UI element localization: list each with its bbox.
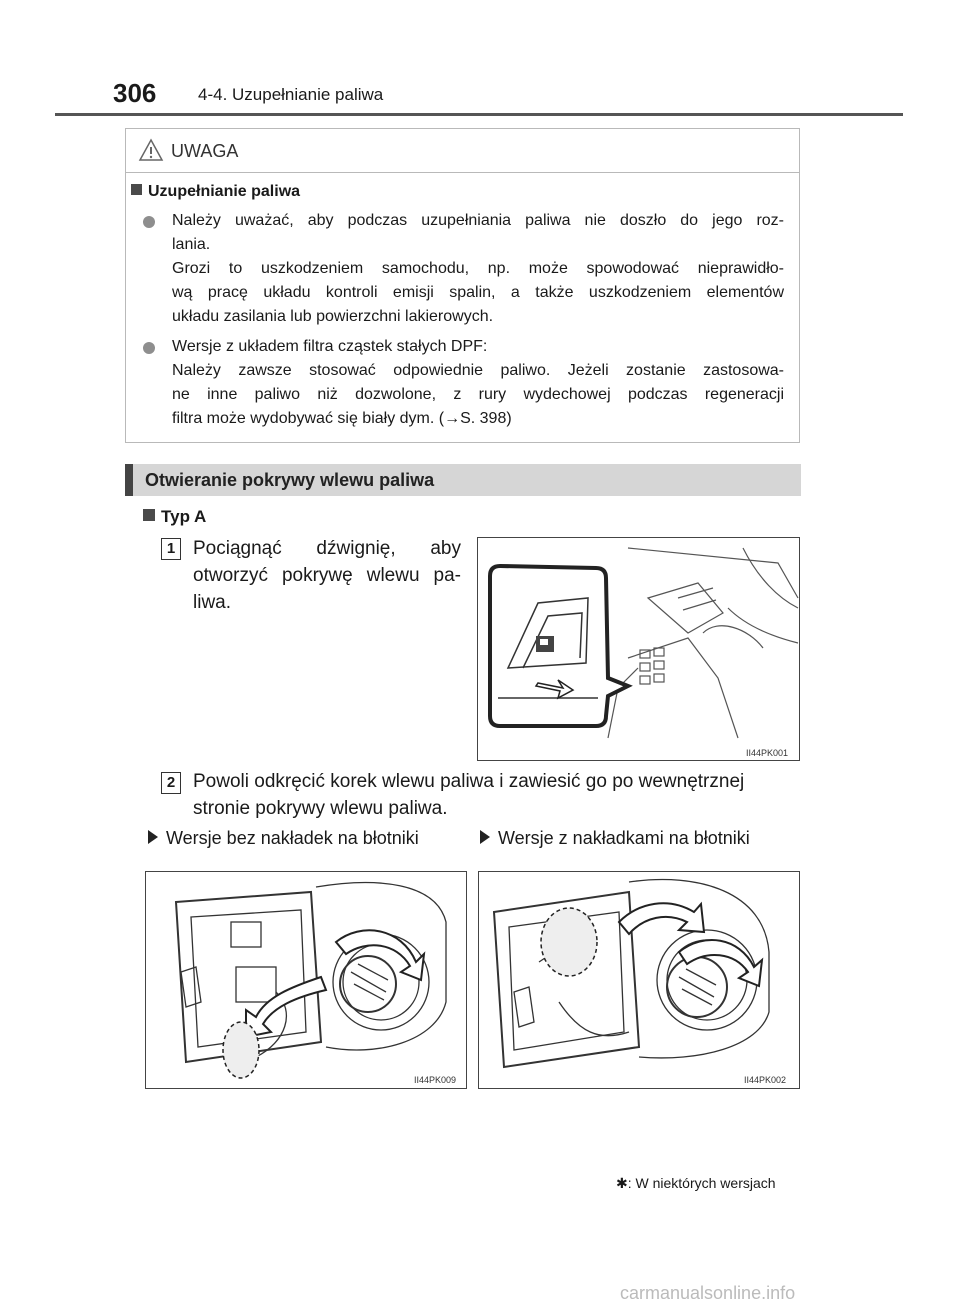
header-rule [55,113,903,116]
warning-bullet-2: Wersje z układem filtra cząstek stałych … [172,338,784,427]
triangle-bullet-icon [148,830,158,844]
move-arrow-icon [245,975,328,1039]
pull-arrow-icon [534,679,575,700]
square-bullet-icon [131,184,142,195]
figure-code: II44PK001 [746,748,789,758]
step-1-number: 1 [161,538,181,560]
warning-header: UWAGA [126,129,799,173]
move-arrow-icon [617,901,706,936]
figure-fuel-lever: II44PK001 [477,537,800,761]
warning-section-title: Uzupełnianie paliwa [131,183,300,201]
page-number: 306 [113,78,157,108]
step-2-number: 2 [161,772,181,794]
fuel-cap-illustration-left [174,881,447,1079]
warning-bullet-1: Należy uważać, aby podczas uzupełniania … [172,212,784,325]
round-bullet-icon [143,342,155,354]
section-title: Otwieranie pokrywy wlewu paliwa [145,470,435,490]
chapter-title: 4-4. Uzupełnianie paliwa [198,85,384,104]
figure-cap-with-fenders: II44PK002 [478,871,800,1089]
version-label-right: Wersje z nakładkami na błotniki [480,828,750,849]
warning-title: UWAGA [171,141,239,161]
version-label-left: Wersje bez nakładek na błotniki [148,828,419,849]
step-1-text: Pociągnąć dźwignię, aby otworzyć pokrywę… [193,538,461,613]
fuel-lever-illustration [488,547,799,739]
hanging-cap-icon [222,1021,260,1079]
rotate-arrow-icon [677,939,764,988]
section-band: Otwieranie pokrywy wlewu paliwa [125,464,801,496]
section-band-bar [125,464,133,496]
watermark: carmanualsonline.info [620,1283,796,1303]
figure-code: II44PK002 [744,1075,787,1085]
subsection-title: Typ A [143,507,206,527]
fuel-cap-illustration-right [492,878,770,1069]
rotate-arrow-icon [334,929,426,982]
round-bullet-icon [143,216,155,228]
figure-code: II44PK009 [414,1075,457,1085]
step-2-text: Powoli odkręcić korek wlewu paliwa i zaw… [193,771,745,819]
warning-triangle-icon [138,138,164,161]
warning-box: UWAGA Uzupełnianie paliwa Należy uważać,… [125,128,800,443]
hanging-cap-icon [540,907,598,977]
triangle-bullet-icon [480,830,490,844]
footnote: ✱: W niektórych wersjach [616,1175,776,1191]
square-bullet-icon [143,509,155,521]
figure-cap-no-fenders: II44PK009 [145,871,467,1089]
